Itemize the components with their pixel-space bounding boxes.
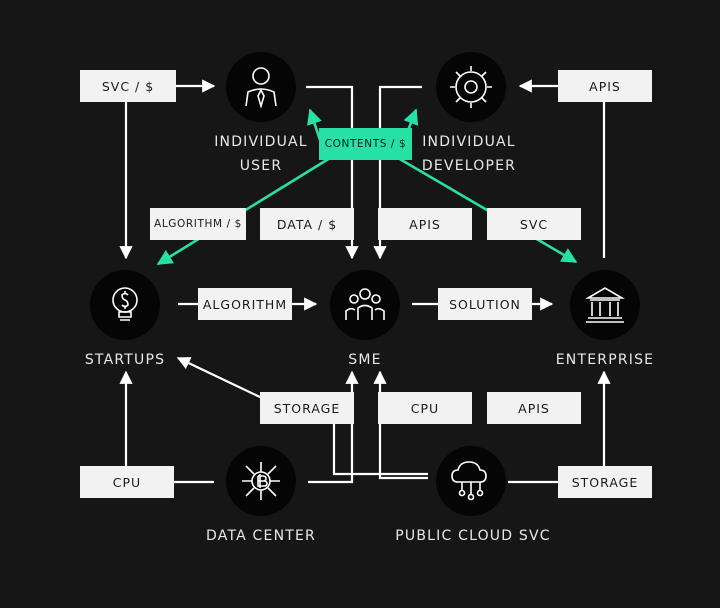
tag-svc-mid: SVC	[487, 208, 581, 240]
data-center-node	[226, 446, 296, 516]
startups-label: STARTUPS	[84, 352, 166, 368]
tag-storage-mid: STORAGE	[260, 392, 354, 424]
circuit-bitcoin-icon	[242, 462, 280, 500]
individual-user-label: INDIVIDUAL USER	[214, 134, 308, 174]
tag-algorithm: ALGORITHM	[198, 288, 292, 320]
bank-building-icon	[585, 287, 625, 323]
enterprise-label: ENTERPRISE	[555, 352, 655, 368]
edge-developer-to-sme	[373, 85, 422, 260]
individual-user-node	[226, 52, 296, 122]
tag-data-dollar: DATA / $	[260, 208, 354, 240]
edge-cloud-to-sme	[373, 370, 428, 480]
lightbulb-dollar-icon	[112, 287, 138, 321]
individual-developer-node	[436, 52, 506, 122]
tag-svc-dollar: SVC / $	[80, 70, 176, 102]
team-icon	[345, 288, 385, 320]
individual-developer-label: INDIVIDUAL DEVELOPER	[421, 134, 517, 174]
tag-contents-dollar: CONTENTS / $	[319, 128, 412, 160]
tag-solution: SOLUTION	[438, 288, 532, 320]
tag-storage-right: STORAGE	[558, 466, 652, 498]
edge-datacenter-to-sme	[308, 370, 359, 484]
person-tie-icon	[245, 67, 277, 109]
tag-apis-mid: APIS	[378, 208, 472, 240]
public-cloud-node	[436, 446, 506, 516]
edge-user-to-sme	[306, 85, 359, 260]
tag-apis-low: APIS	[487, 392, 581, 424]
enterprise-node	[570, 270, 640, 340]
tag-cpu-left: CPU	[80, 466, 174, 498]
startups-node	[90, 270, 160, 340]
tag-apis-top: APIS	[558, 70, 652, 102]
tag-cpu-mid: CPU	[378, 392, 472, 424]
tag-algorithm-dollar: ALGORITHM / $	[150, 208, 246, 240]
gear-wrench-icon	[450, 66, 492, 108]
public-cloud-label: PUBLIC CLOUD SVC	[395, 528, 551, 544]
sme-label: SME	[348, 352, 382, 368]
data-center-label: DATA CENTER	[206, 528, 316, 544]
cloud-network-icon	[451, 461, 487, 501]
sme-node	[330, 270, 400, 340]
